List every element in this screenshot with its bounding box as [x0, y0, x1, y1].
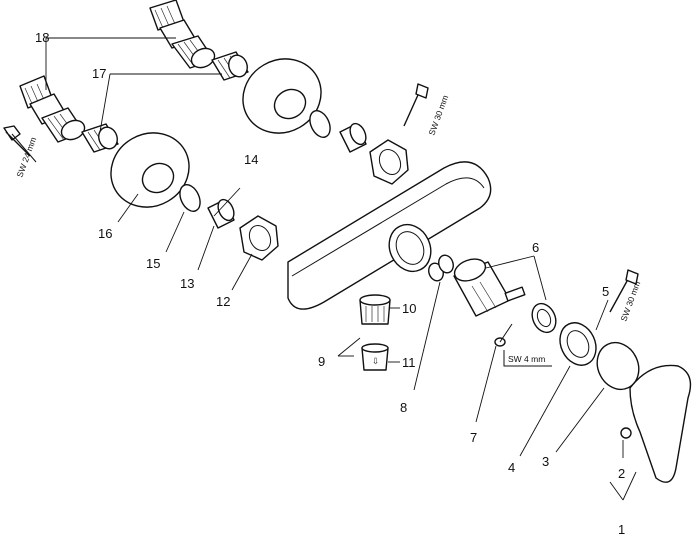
wrench-top-label: SW 30 mm	[426, 94, 450, 137]
wrench-right-icon	[609, 269, 639, 313]
mixer-body	[287, 161, 492, 310]
wrench-left-icon	[3, 125, 37, 163]
part-number-18: 18	[35, 30, 49, 45]
part-number-7: 7	[470, 430, 477, 445]
cover-sleeve	[596, 341, 640, 391]
aerator-cap: ⇩	[361, 343, 389, 371]
s-connector-top	[149, 0, 216, 69]
union-nut-top	[369, 139, 409, 185]
union-nut-left	[239, 215, 279, 261]
part-number-15: 15	[146, 256, 160, 271]
part-number-3: 3	[542, 454, 549, 469]
escutcheon-left	[110, 132, 190, 208]
filter-insert-left	[81, 123, 119, 153]
part-number-5: 5	[602, 284, 609, 299]
hex-key-label: SW 4 mm	[508, 354, 545, 364]
part-number-16: 16	[98, 226, 112, 241]
wrench-right-label: SW 30 mm	[618, 280, 642, 323]
part-number-1: 1	[618, 522, 625, 537]
part-number-10: 10	[402, 301, 416, 316]
s-connector-left	[19, 75, 86, 143]
hex-key-icon	[503, 350, 552, 367]
part-number-2: 2	[618, 466, 625, 481]
sleeve-top	[339, 122, 367, 153]
part-number-4: 4	[508, 460, 515, 475]
part-number-12: 12	[216, 294, 230, 309]
part-number-11: 11	[402, 355, 416, 370]
part-number-14: 14	[244, 152, 258, 167]
o-ring-top	[309, 110, 331, 138]
lever-handle	[629, 364, 692, 483]
wrench-left-label: SW 24 mm	[14, 136, 38, 179]
cap-button	[620, 427, 632, 439]
part-number-17: 17	[92, 66, 106, 81]
aerator-insert	[359, 294, 391, 325]
o-ring-left	[179, 184, 201, 212]
sleeve-left	[207, 198, 235, 229]
escutcheon-top	[242, 58, 322, 134]
part-number-8: 8	[400, 400, 407, 415]
retaining-ring	[559, 322, 597, 366]
part-number-13: 13	[180, 276, 194, 291]
filter-insert-top	[211, 51, 249, 81]
cartridge-seals	[428, 254, 454, 282]
svg-text:⇩: ⇩	[372, 356, 379, 366]
leader-lines	[45, 37, 637, 501]
wrench-top-icon	[403, 83, 429, 127]
part-number-6: 6	[532, 240, 539, 255]
cartridge	[453, 258, 557, 334]
part-number-9: 9	[318, 354, 325, 369]
fixing-screw	[494, 323, 513, 347]
